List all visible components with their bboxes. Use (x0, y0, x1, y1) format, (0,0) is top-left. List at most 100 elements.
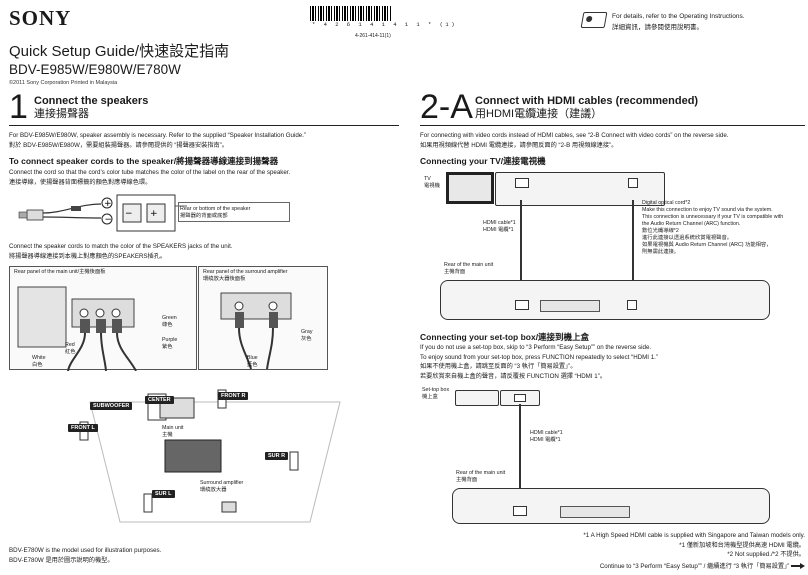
rear-main-label-tv: Rear of the main unit 主機背面 (444, 262, 493, 276)
optical-zh-1: 進行此連接以透過系統欣賞電視聲音。 (642, 235, 733, 241)
hdmi-cable-en: HDMI cable*1 (483, 220, 516, 226)
color-white-en: White (32, 355, 46, 361)
hdmi-cable-label: HDMI cable*1 HDMI 電纜*1 (483, 220, 516, 234)
brand-logo: SONY (9, 6, 72, 30)
color-blue-zh: 藍色 (247, 362, 258, 368)
jacks-en: Connect the speaker cords to match the c… (9, 243, 233, 250)
rear-speaker-label: Rear or bottom of the speaker 揚聲器的背面或底部 (180, 206, 250, 220)
cords-text: Connect the cord so that the cord’s colo… (9, 168, 404, 187)
step1-number: 1 (9, 88, 28, 126)
speaker-sur-r: SUR R (265, 452, 289, 460)
stb-line-1: If you do not use a set-top box, skip to… (420, 344, 652, 351)
rear-main-zh: 主機背面 (444, 269, 466, 275)
tv-label: TV 電視機 (424, 176, 440, 190)
part-number: 4-261-414-11(1) (355, 33, 391, 39)
stb-label-zh: 機上盒 (422, 394, 438, 400)
svg-text:+: + (150, 209, 158, 219)
speaker-sur-l: SUR L (152, 490, 175, 498)
rear-main-stb-zh: 主機背面 (456, 477, 478, 483)
illustration-footnote: BDV-E780W is the model used for illustra… (9, 546, 161, 565)
surround-panel-illustration (220, 292, 292, 370)
optical-zh-2: 如果電視機與 Audio Return Channel (ARC) 功能相容， (642, 242, 772, 248)
cords-heading: To connect speaker cords to the speaker/… (9, 156, 279, 166)
stb-hdmi-label: HDMI cable*1 HDMI 電纜*1 (530, 430, 563, 444)
speaker-front-l: FRONT L (68, 424, 98, 432)
optical-note-2: This connection is unnecessary if your T… (642, 214, 784, 220)
hdmi-cable-stb (519, 404, 521, 496)
step1-heading: Connect the speakers 連接揚聲器 (34, 95, 148, 121)
main-unit-rear (440, 280, 770, 320)
speaker-center: CENTER (145, 396, 174, 404)
optical-note: Digital optical cord*2 Make this connect… (642, 200, 806, 256)
optical-cable (632, 200, 634, 282)
step1-intro-zh: 對於 BDV-E985W/E980W，需要組裝揚聲器。請參閱提供的 “揚聲器安裝… (9, 141, 228, 149)
step2-subtitle: 用HDMI電纜連接（建議） (475, 108, 603, 120)
color-red: Red 紅色 (65, 342, 76, 356)
note2: *2 Not supplied./*2 不提供。 (727, 551, 805, 558)
main-panel-label: Rear panel of the main unit/主機後面板 (14, 269, 106, 275)
manual-icon (580, 12, 608, 28)
main-hdmi-in (513, 506, 527, 516)
tv-label-en: TV (424, 176, 431, 182)
footnote-zh: BDV-E780W 是用於圖示說明的機型。 (9, 556, 114, 564)
main-unit-zh: 主機 (162, 432, 173, 438)
details-note: For details, refer to the Operating Inst… (612, 11, 745, 33)
room-layout (79, 389, 341, 523)
tv-rear-panel (495, 172, 665, 206)
continue-text: Continue to “3 Perform “Easy Setup”” / 繼… (599, 563, 790, 570)
step1-title: Connect the speakers (34, 95, 149, 107)
rear-main-label-stb: Rear of the main unit 主機背面 (456, 470, 505, 484)
color-red-en: Red (65, 342, 75, 348)
svg-text:+: + (104, 199, 112, 209)
optical-note-3: the Audio Return Channel (ARC) function. (642, 221, 741, 227)
stb-label: Set-top box 機上盒 (422, 387, 449, 401)
main-rear-panel: Rear panel of the main unit/主機後面板 Green … (9, 266, 197, 371)
rear-main-en: Rear of the main unit (444, 262, 494, 268)
cords-en: Connect the cord so that the cord’s colo… (9, 169, 291, 176)
arrow-right-icon (791, 563, 805, 570)
svg-text:−: − (105, 215, 113, 225)
color-green: Green 綠色 (162, 315, 177, 329)
stb-instructions: If you do not use a set-top box, skip to… (420, 343, 805, 381)
color-gray-zh: 灰色 (301, 336, 312, 342)
main-jacks-stb (560, 506, 630, 518)
surround-panel-label: Rear panel of the surround amplifier 環繞放… (203, 269, 288, 283)
optical-note-1: Make this connection to enjoy TV sound v… (642, 207, 773, 213)
surround-rear-panel: Rear panel of the surround amplifier 環繞放… (198, 266, 328, 370)
speaker-subwoofer: SUBWOOFER (90, 402, 133, 410)
main-unit-label: Main unit 主機 (162, 425, 184, 439)
model-numbers: BDV-E985W/E980W/E780W (9, 62, 181, 77)
color-purple: Purple 紫色 (162, 337, 177, 351)
stb-zh-2: 若要欣賞來自機上盒的聲音，請反覆按 FUNCTION 選擇 “HDMI 1”。 (420, 372, 606, 380)
surround-amp-label: Surround amplifier 環繞放大器 (200, 480, 243, 494)
color-green-zh: 綠色 (162, 322, 173, 328)
main-speaker-jacks (540, 300, 600, 312)
color-blue: Blue 藍色 (247, 355, 258, 369)
cord-illustration: + − − + (18, 194, 187, 232)
details-en: For details, refer to the Operating Inst… (612, 13, 745, 20)
color-blue-en: Blue (247, 355, 258, 361)
optical-zh-3: 則無需此連接。 (642, 249, 680, 255)
hdmi-cable-tv (520, 200, 522, 282)
surround-amp-en: Surround amplifier (200, 480, 244, 486)
rear-speaker-en: Rear or bottom of the speaker (180, 206, 251, 212)
main-hdmi-out (515, 300, 529, 310)
step2-heading: Connect with HDMI cables (recommended) 用… (475, 95, 698, 121)
jacks-zh: 將揚聲器導線連接到本機上對應顏色的SPEAKERS插孔。 (9, 252, 167, 260)
color-white: White 白色 (32, 355, 46, 369)
tv-screen (446, 172, 494, 204)
speaker-front-r: FRONT R (218, 392, 249, 400)
barcode (310, 6, 392, 21)
color-purple-zh: 紫色 (162, 344, 173, 350)
copyright: ©2011 Sony Corporation Printed in Malays… (9, 80, 118, 86)
rear-speaker-box (178, 202, 290, 222)
color-red-zh: 紅色 (65, 349, 76, 355)
note1-zh: *1 僅新加坡和台灣機型提供高速 HDMI 電纜。 (679, 541, 805, 549)
tv-optical-port (628, 178, 638, 188)
rear-speaker-zh: 揚聲器的背面或底部 (180, 213, 228, 219)
note1-en: *1 A High Speed HDMI cable is supplied w… (583, 532, 805, 539)
svg-text:−: − (125, 209, 133, 219)
step2-intro: For connecting with video cords instead … (420, 131, 805, 150)
jacks-text: Connect the speaker cords to match the c… (9, 242, 404, 261)
step2-number: 2-A (420, 88, 473, 126)
